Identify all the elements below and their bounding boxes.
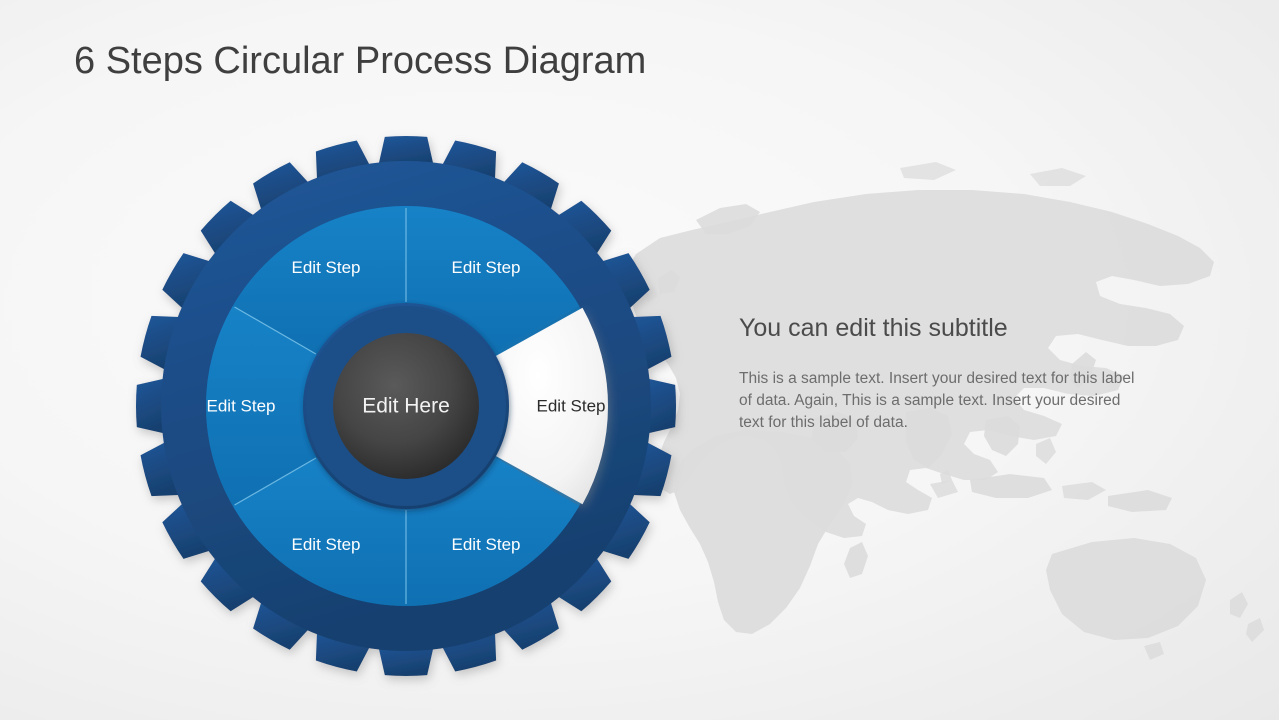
page-title: 6 Steps Circular Process Diagram xyxy=(74,40,647,82)
step-label-2: Edit Step xyxy=(537,397,606,416)
subtitle: You can edit this subtitle xyxy=(739,314,1008,342)
step-segment-4[interactable] xyxy=(232,456,406,606)
hub-label: Edit Here xyxy=(362,395,450,418)
step-segment-6[interactable] xyxy=(232,206,406,356)
gear-hub[interactable]: Edit Here xyxy=(303,303,509,509)
body-text: This is a sample text. Insert your desir… xyxy=(739,370,1135,431)
step-segment-3[interactable] xyxy=(406,456,580,606)
step-label-4: Edit Step xyxy=(292,535,361,554)
step-label-6: Edit Step xyxy=(292,258,361,277)
step-segment-1[interactable] xyxy=(406,206,580,356)
segment-divider xyxy=(234,306,317,355)
step-segment-2[interactable] xyxy=(495,307,608,505)
segment-divider xyxy=(234,457,317,506)
step-label-3: Edit Step xyxy=(452,535,521,554)
step-label-1: Edit Step xyxy=(452,258,521,277)
step-segment-5[interactable] xyxy=(205,306,320,506)
step-label-5: Edit Step xyxy=(207,397,276,416)
